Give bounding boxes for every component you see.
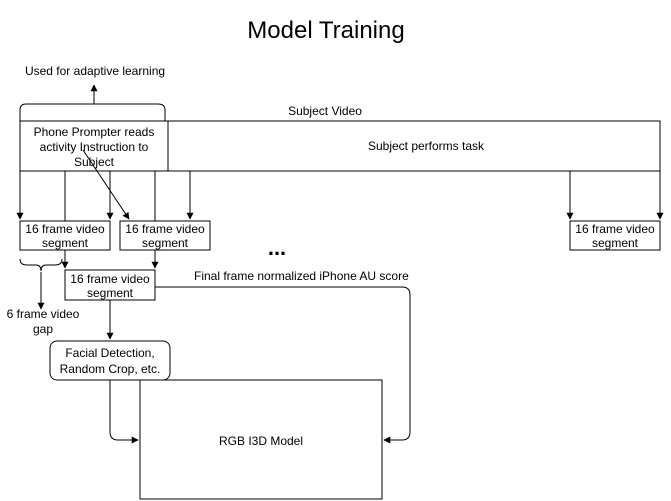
video-segment-4 [569,220,661,251]
gap-label-line-1: 6 frame video [7,307,80,321]
adaptive-learning-label: Used for adaptive learning [25,64,165,78]
preprocess-to-model-arrow [109,380,139,444]
subject-task-label: Subject performs task [368,139,485,153]
ellipsis: ... [268,235,286,260]
au-score-label: Final frame normalized iPhone AU score [194,269,409,283]
gap-brace [19,258,63,272]
segment-3-line-2: segment [87,286,134,300]
segment-3-line-1: 16 frame video [70,272,150,286]
diagram-title: Model Training [247,17,404,44]
prompter-top-brace [19,103,166,121]
video-segment-3 [64,269,156,301]
preprocess-line-2: Random Crop, etc. [60,362,161,376]
prompter-line-2: activity Instruction to [40,140,149,154]
video-segment-1 [19,220,111,251]
prompter-line-3: Subject [74,155,115,169]
prompter-to-segment-2-arrow [82,149,130,220]
video-segment-2 [119,220,211,251]
segment-1-line-2: segment [42,236,89,250]
segment-1-line-1: 16 frame video [25,222,105,236]
gap-label-line-2: gap [33,322,53,336]
model-label: RGB I3D Model [219,434,303,448]
subject-video-bar [19,120,661,172]
au-score-connector [155,286,411,441]
segment-4-line-2: segment [592,236,639,250]
subject-video-label: Subject Video [288,104,362,118]
segment-4-line-1: 16 frame video [575,222,655,236]
preprocess-line-1: Facial Detection, [65,346,154,360]
prompter-line-1: Phone Prompter reads [34,125,155,139]
segment-2-line-2: segment [142,236,189,250]
i3d-model-box [139,379,383,500]
segment-2-line-1: 16 frame video [125,222,205,236]
